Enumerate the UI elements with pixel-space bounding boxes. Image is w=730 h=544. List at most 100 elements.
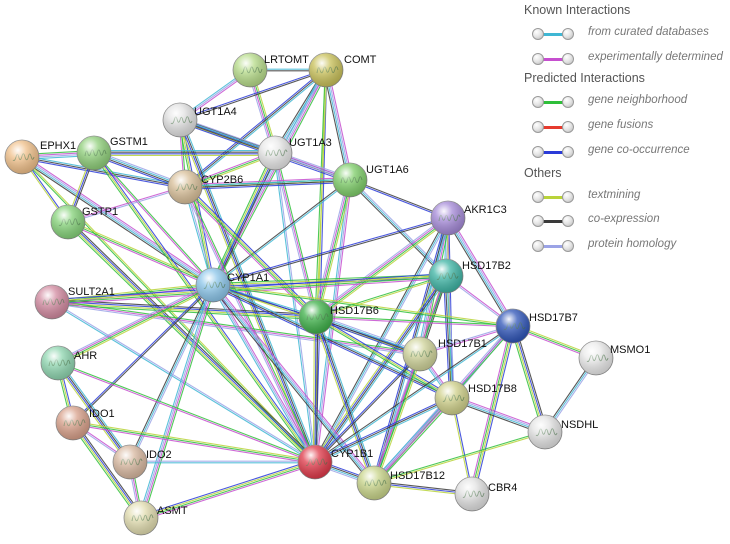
- edge-evidence-line: [316, 180, 352, 318]
- edge-HSD17B7-NSDHL[interactable]: [510, 325, 548, 433]
- node-ido2[interactable]: IDO2: [112, 444, 172, 480]
- node-hsd17b12[interactable]: HSD17B12: [356, 465, 445, 501]
- edge-GSTM1-UGT1A3[interactable]: [94, 150, 275, 156]
- legend-item-protein-homology: protein homology: [532, 237, 730, 255]
- edge-COMT-HSD17B6[interactable]: [314, 69, 328, 318]
- node-hsd17b6[interactable]: HSD17B6: [298, 299, 379, 335]
- edge-AKR1C3-CYP1A1[interactable]: [212, 216, 449, 287]
- edge-CYP1A1-IDO1[interactable]: [72, 284, 214, 424]
- edge-CYP2B6-UGT1A6[interactable]: [184, 178, 351, 189]
- node-cbr4[interactable]: CBR4: [454, 476, 517, 512]
- edge-evidence-line: [58, 361, 316, 462]
- edge-HSD17B2-CYP1B1[interactable]: [312, 274, 449, 464]
- edge-evidence-line: [449, 216, 516, 326]
- node-ido1[interactable]: IDO1: [55, 405, 115, 441]
- edge-CYP1A1-HSD17B12[interactable]: [210, 283, 377, 485]
- edge-evidence-line: [184, 177, 350, 186]
- edge-evidence-line: [73, 420, 316, 461]
- edge-UGT1A6-HSD17B2[interactable]: [348, 178, 448, 278]
- node-sult2a1[interactable]: SULT2A1: [34, 284, 115, 320]
- edge-GSTP1-CYP1A1[interactable]: [67, 220, 214, 287]
- node-cyp1b1[interactable]: CYP1B1: [297, 444, 373, 480]
- edge-HSD17B6-HSD17B7[interactable]: [315, 315, 514, 328]
- node-ugt1a4[interactable]: UGT1A4: [162, 102, 237, 138]
- edge-evidence-line: [371, 396, 451, 482]
- edge-evidence-line: [276, 152, 319, 317]
- edge-SULT2A1-HSD17B2[interactable]: [51, 273, 447, 305]
- edge-HSD17B7-CYP1B1[interactable]: [314, 324, 514, 464]
- edge-EPHX1-CYP2B6[interactable]: [21, 154, 186, 190]
- edge-COMT-UGT1A6[interactable]: [323, 69, 353, 181]
- edge-IDO1-CYP1B1[interactable]: [72, 420, 316, 465]
- edge-HSD17B2-HSD17B6[interactable]: [315, 274, 447, 319]
- edge-COMT-CYP1B1[interactable]: [313, 69, 328, 463]
- node-asmt[interactable]: ASMT: [123, 500, 188, 536]
- edge-evidence-line: [141, 285, 215, 519]
- edge-GSTP1-CYP2B6[interactable]: [67, 185, 186, 224]
- node-cyp1a1[interactable]: CYP1A1: [195, 267, 269, 303]
- edge-HSD17B6-HSD17B1[interactable]: [315, 314, 421, 357]
- edge-CYP1A1-HSD17B7[interactable]: [212, 283, 514, 328]
- edge-HSD17B8-HSD17B12[interactable]: [371, 396, 455, 485]
- edge-evidence-line: [316, 315, 514, 326]
- edge-COMT-CYP2B6[interactable]: [183, 68, 328, 189]
- edge-evidence-line: [212, 284, 316, 463]
- edge-evidence-line: [374, 354, 422, 484]
- node-lrtomt[interactable]: LRTOMT: [232, 52, 309, 88]
- edge-AKR1C3-HSD17B7[interactable]: [445, 216, 516, 328]
- edge-AHR-CYP1B1[interactable]: [57, 361, 316, 464]
- edge-evidence-line: [185, 70, 328, 189]
- edge-evidence-line: [210, 286, 373, 485]
- edge-HSD17B2-HSD17B8[interactable]: [443, 275, 455, 399]
- node-hsd17b7[interactable]: HSD17B7: [495, 308, 578, 344]
- edge-evidence-line: [211, 285, 374, 484]
- edge-AHR-IDO2[interactable]: [55, 361, 133, 464]
- node-gloss: [233, 53, 267, 87]
- edge-evidence-line: [138, 284, 212, 518]
- node-hsd17b2[interactable]: HSD17B2: [428, 258, 511, 294]
- legend-label-experimental: experimentally determined: [588, 51, 723, 63]
- node-hsd17b8[interactable]: HSD17B8: [434, 380, 517, 416]
- node-gstm1[interactable]: GSTM1: [76, 135, 148, 171]
- edge-evidence-line: [316, 315, 454, 398]
- edge-CYP1A1-ASMT[interactable]: [138, 284, 216, 519]
- edge-HSD17B1-CYP1B1[interactable]: [314, 353, 421, 463]
- legend-node-icon: [562, 121, 574, 133]
- edge-UGT1A3-CYP1B1[interactable]: [273, 152, 317, 463]
- node-ephx1[interactable]: EPHX1: [4, 139, 76, 175]
- edge-NSDHL-HSD17B12[interactable]: [373, 430, 546, 485]
- edge-GSTM1-CYP1A1[interactable]: [92, 152, 215, 286]
- edge-HSD17B6-HSD17B12[interactable]: [313, 316, 377, 484]
- node-gloss: [41, 346, 75, 380]
- edge-IDO1-ASMT[interactable]: [70, 421, 144, 520]
- node-gstp1[interactable]: GSTP1: [50, 204, 118, 240]
- node-ugt1a3[interactable]: UGT1A3: [257, 135, 332, 171]
- edge-evidence-line: [314, 69, 326, 317]
- edge-CYP1A1-CYP1B1[interactable]: [211, 283, 317, 464]
- edge-HSD17B1-HSD17B12[interactable]: [371, 353, 423, 484]
- edge-COMT-UGT1A4[interactable]: [179, 68, 327, 122]
- edge-UGT1A6-AKR1C3[interactable]: [349, 178, 449, 220]
- edge-evidence-line: [314, 317, 452, 400]
- legend-node-icon: [562, 215, 574, 227]
- edge-HSD17B6-CYP1B1[interactable]: [312, 316, 319, 463]
- node-gloss: [455, 477, 489, 511]
- node-msmo1[interactable]: MSMO1: [578, 340, 650, 376]
- edge-CYP1A1-AHR[interactable]: [56, 282, 215, 366]
- legend-node-icon: [532, 121, 544, 133]
- node-ahr[interactable]: AHR: [40, 345, 97, 381]
- node-ugt1a6[interactable]: UGT1A6: [332, 162, 409, 198]
- node-nsdhl[interactable]: NSDHL: [527, 414, 598, 450]
- edge-evidence-line: [213, 283, 317, 462]
- edge-IDO2-CYP1B1[interactable]: [130, 460, 315, 464]
- node-cyp2b6[interactable]: CYP2B6: [167, 169, 243, 205]
- node-hsd17b1[interactable]: HSD17B1: [402, 336, 487, 372]
- edge-UGT1A6-CYP1A1[interactable]: [212, 178, 351, 287]
- edge-HSD17B8-CYP1B1[interactable]: [314, 396, 453, 464]
- node-akr1c3[interactable]: AKR1C3: [430, 200, 507, 236]
- node-label: HSD17B12: [390, 470, 445, 482]
- edge-EPHX1-CYP1A1[interactable]: [20, 154, 215, 288]
- node-comt[interactable]: COMT: [308, 52, 377, 88]
- edge-ASMT-CYP1B1[interactable]: [140, 459, 316, 521]
